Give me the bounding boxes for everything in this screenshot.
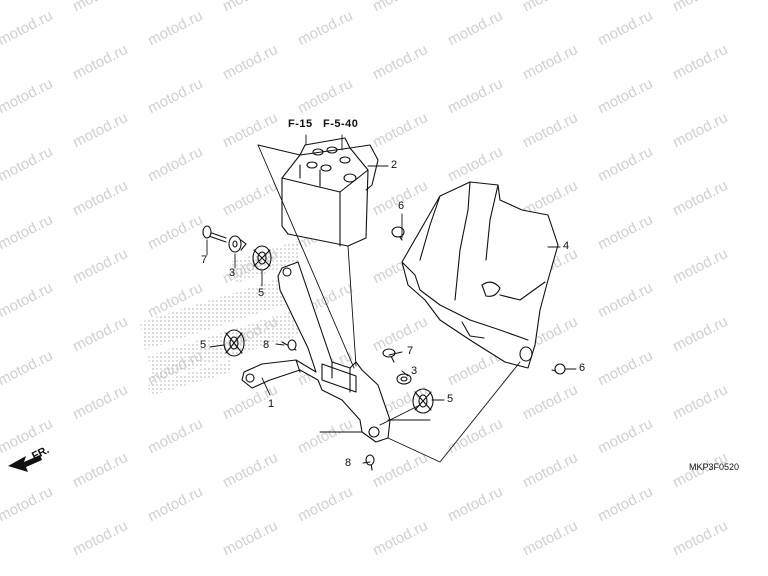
bolt-6-top — [391, 226, 405, 241]
callout-3-left: 3 — [229, 267, 236, 279]
callout-5-left: 5 — [200, 339, 207, 351]
reference-f540: F-5-40 — [323, 118, 359, 130]
bolt-7-right — [382, 348, 396, 363]
callout-1: 1 — [268, 398, 275, 410]
callout-5-right: 5 — [447, 393, 454, 405]
callout-6-top: 6 — [398, 200, 405, 212]
front-direction-arrow — [8, 455, 42, 472]
abs-modulator-2 — [281, 137, 379, 247]
callout-6-right: 6 — [579, 362, 586, 374]
grommet-5-left — [223, 329, 245, 357]
grommet-5-top — [252, 245, 272, 271]
bolt-7-left — [202, 225, 227, 243]
callout-7-left: 7 — [201, 254, 208, 266]
callout-8-left: 8 — [263, 339, 270, 351]
callout-3-right: 3 — [411, 365, 418, 377]
callout-5-top: 5 — [258, 287, 265, 299]
callout-2: 2 — [391, 159, 398, 171]
callout-8-bottom: 8 — [345, 457, 352, 469]
collar-3-left — [228, 235, 247, 253]
callout-4: 4 — [563, 240, 570, 252]
leader-lines — [206, 134, 577, 464]
bolt-8-left — [281, 339, 297, 351]
reference-f15: F-15 — [288, 118, 313, 130]
assembly-guide-lines — [257, 144, 521, 463]
callout-7-right: 7 — [407, 345, 414, 357]
collar-3-right — [396, 373, 412, 385]
bolt-6-right — [551, 363, 566, 375]
diagram-code: MKP3F0520 — [689, 462, 740, 472]
abs-cover-4 — [401, 181, 559, 369]
abs-stay-bracket-1 — [241, 261, 391, 443]
grommet-5-right — [412, 388, 434, 414]
